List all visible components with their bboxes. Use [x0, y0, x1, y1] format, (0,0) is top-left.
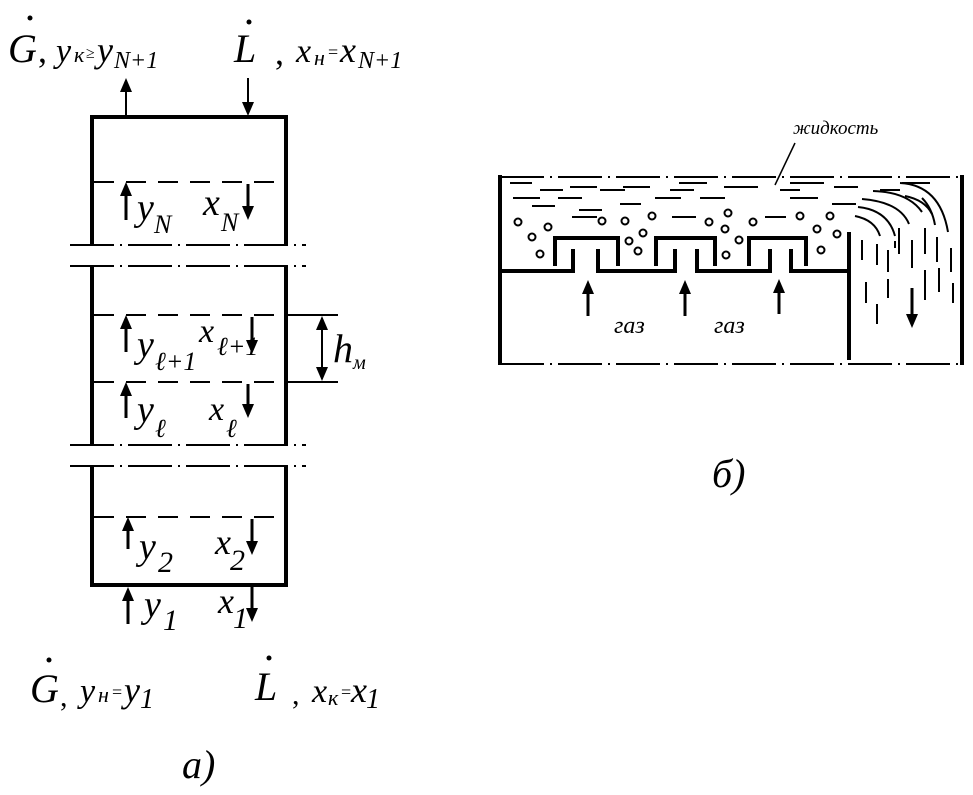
svg-text:x: x: [217, 581, 234, 621]
svg-text:=: =: [328, 42, 338, 62]
svg-text:н: н: [98, 682, 109, 707]
svg-text:=: =: [341, 682, 351, 702]
dot-accent-icon: [27, 15, 33, 21]
svg-text:x: x: [311, 673, 327, 710]
svg-text:x: x: [198, 313, 214, 350]
svg-text:,: ,: [275, 32, 284, 72]
flow-symbol: L: [233, 26, 256, 71]
flow-symbol: G: [8, 26, 37, 71]
liquid-label: жидкость: [793, 118, 879, 139]
dot-accent-icon: [266, 655, 272, 661]
svg-text:y: y: [133, 324, 154, 366]
svg-text:x: x: [214, 522, 231, 562]
bubble-cap: [553, 236, 620, 266]
svg-text:2: 2: [158, 546, 173, 579]
liquid-overflow-curves: [854, 182, 949, 237]
svg-text:x: x: [350, 670, 367, 710]
stage-labels: y N x N y ℓ+1 x ℓ+1 y ℓ x ℓ y 2 x 2 y 1 …: [133, 182, 366, 637]
gas-flow-arrow-icon: [773, 279, 785, 293]
spacing-label: h: [333, 326, 353, 371]
dot-accent-icon: [246, 19, 252, 25]
svg-text:N: N: [220, 208, 240, 237]
label-gas-outlet: G , y к ≥ y N+1: [8, 15, 158, 74]
arrow-up-icon: [120, 382, 132, 396]
svg-text:ℓ+1: ℓ+1: [217, 332, 258, 361]
gas-flow-arrow-icon: [679, 280, 691, 294]
svg-text:,: ,: [292, 678, 300, 711]
svg-text:x: x: [295, 33, 311, 70]
flow-symbol: L: [254, 664, 277, 709]
svg-text:x: x: [202, 182, 220, 224]
arrow-down-icon: [242, 102, 254, 116]
svg-text:y: y: [94, 30, 113, 70]
svg-text:N+1: N+1: [113, 48, 158, 74]
column-bottom-section: [90, 467, 288, 587]
falling-liquid-streaks: [861, 228, 954, 324]
gas-flow-arrow-icon: [582, 280, 594, 294]
svg-text:ℓ+1: ℓ+1: [155, 347, 196, 376]
svg-text:ℓ: ℓ: [155, 414, 166, 443]
arrow-down-icon: [246, 340, 258, 354]
svg-text:y: y: [140, 584, 161, 626]
label-liquid-inlet: L , x н = x N+1: [233, 19, 402, 74]
svg-text:2: 2: [230, 544, 245, 577]
caption-b: б): [712, 451, 745, 496]
arrow-up-icon: [122, 517, 134, 531]
svg-text:,: ,: [60, 680, 68, 713]
label-gas-inlet: G , y н = y 1: [30, 657, 154, 715]
dot-accent-icon: [46, 657, 52, 663]
svg-text:к: к: [328, 685, 339, 710]
svg-text:1: 1: [233, 602, 248, 635]
svg-text:,: ,: [38, 30, 47, 70]
leader-line: [774, 142, 796, 186]
arrow-up-icon: [120, 315, 132, 329]
svg-text:=: =: [112, 682, 122, 702]
column-top-section: [90, 115, 288, 245]
svg-text:x: x: [208, 391, 224, 428]
arrow-down-icon: [242, 404, 254, 418]
svg-text:y: y: [135, 526, 156, 568]
stage-arrows: [120, 182, 258, 624]
arrow-up-icon: [122, 587, 134, 601]
arrow-up-icon: [120, 78, 132, 92]
svg-text:N: N: [153, 210, 173, 239]
gas-label: газ: [614, 313, 645, 339]
svg-text:ℓ: ℓ: [226, 414, 237, 443]
svg-text:y: y: [77, 673, 96, 710]
arrow-down-icon: [246, 608, 258, 622]
arrow-down-icon: [242, 206, 254, 220]
svg-text:y: y: [53, 33, 72, 70]
svg-text:1: 1: [140, 684, 154, 715]
svg-text:1: 1: [163, 604, 178, 637]
svg-text:к: к: [74, 42, 85, 67]
svg-text:N+1: N+1: [357, 48, 402, 74]
gas-label: газ: [714, 313, 745, 339]
label-liquid-outlet: L , x к = x 1: [254, 655, 380, 715]
bubble-cap: [747, 236, 808, 266]
bubble-cap: [654, 236, 717, 266]
flow-symbol: G: [30, 666, 59, 711]
arrow-up-icon: [120, 182, 132, 196]
tray-plate: [500, 249, 848, 273]
svg-text:≥: ≥: [86, 45, 95, 62]
liquid-dashes: [510, 182, 930, 218]
svg-text:1: 1: [366, 684, 380, 715]
diagram-b-tray: [498, 142, 964, 365]
gas-bubbles: [513, 208, 842, 260]
svg-text:y: y: [121, 670, 140, 710]
dimension-arrow-up-icon: [316, 316, 328, 330]
svg-text:y: y: [133, 187, 154, 229]
diagram-a-column: [70, 78, 338, 587]
liquid-flow-down-arrow-icon: [906, 314, 918, 328]
svg-text:y: y: [133, 389, 154, 431]
arrow-down-icon: [246, 541, 258, 555]
svg-text:x: x: [339, 30, 356, 70]
caption-a: а): [182, 742, 215, 787]
svg-text:м: м: [352, 352, 366, 374]
dimension-arrow-down-icon: [316, 367, 328, 381]
svg-text:н: н: [314, 45, 325, 70]
